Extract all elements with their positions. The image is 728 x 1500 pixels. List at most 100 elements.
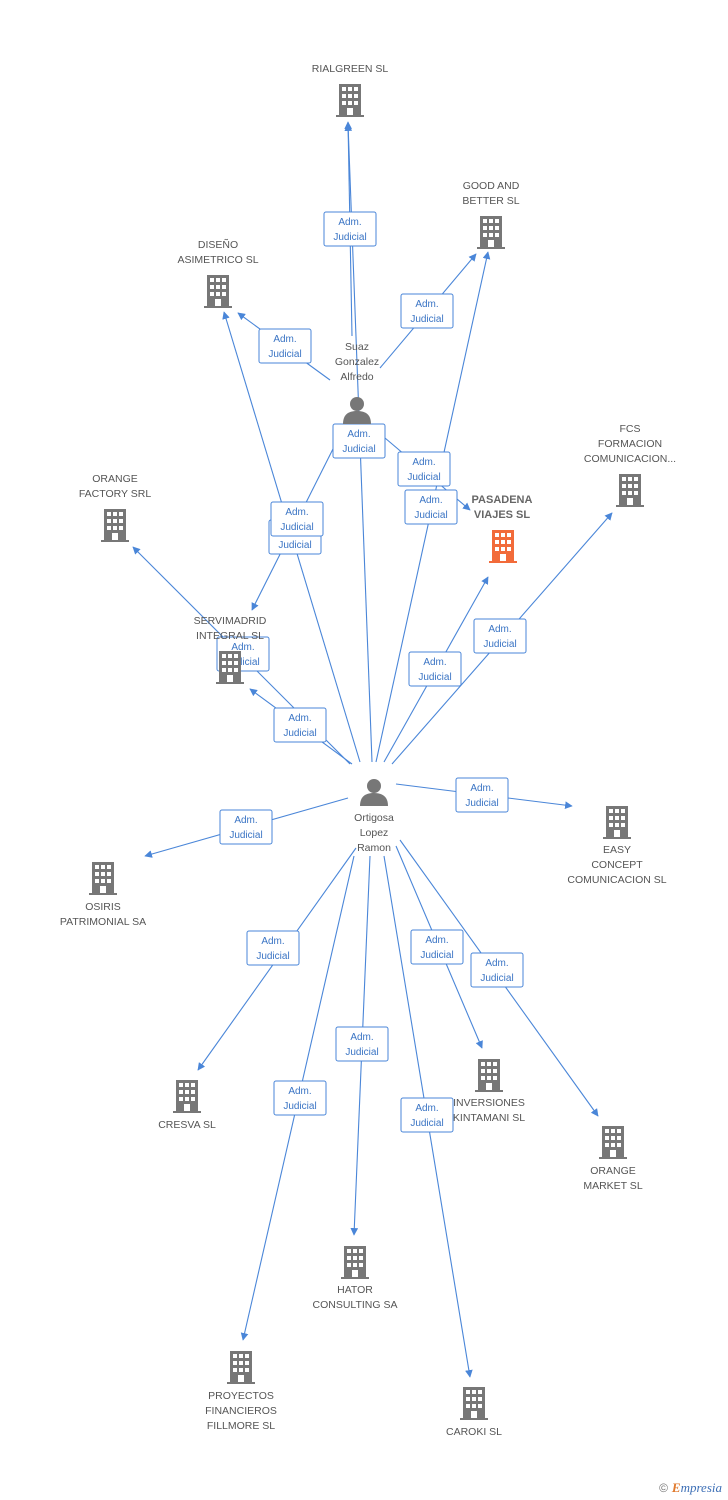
- edge-label-line: Judicial: [229, 830, 262, 841]
- edge-label-ortigosa-hator[interactable]: Adm.Judicial: [335, 1026, 389, 1062]
- node-label: PASADENA: [472, 494, 533, 506]
- edge-label-line: Judicial: [465, 798, 498, 809]
- edge-label-line: Judicial: [483, 639, 516, 650]
- edge-label-line: Adm.: [419, 495, 442, 506]
- node-label: CONCEPT: [591, 859, 643, 871]
- node-pasadena[interactable]: PASADENA VIAJES SL: [472, 494, 533, 563]
- edge-label-line: Adm.: [488, 624, 511, 635]
- edge-label-line: Adm.: [231, 642, 254, 653]
- edge-label-line: Adm.: [347, 429, 370, 440]
- edge-label-line: Judicial: [418, 672, 451, 683]
- node-label: FCS: [620, 423, 641, 435]
- edge-label-ortigosa-servimadrid[interactable]: Adm. Judicial: [273, 707, 327, 743]
- footer: © Empresia: [659, 1480, 722, 1496]
- node-disenio[interactable]: DISEÑO ASIMETRICO SL: [177, 238, 259, 308]
- node-label: ASIMETRICO SL: [177, 254, 258, 266]
- edge-label-line: Judicial: [268, 349, 301, 360]
- node-label: COMUNICACION...: [584, 453, 676, 465]
- edge-label-line: Adm.: [288, 713, 311, 724]
- edge-label-ortigosa-pasadena[interactable]: Adm. Judicial: [408, 651, 462, 687]
- edge-label-ortigosa-fcs[interactable]: Adm. Judicial: [473, 618, 527, 654]
- edge-label-line: Judicial: [226, 657, 259, 668]
- node-label: Ortigosa: [354, 812, 394, 824]
- edge-label-line: Judicial: [414, 510, 447, 521]
- edge-label-line: Judicial: [342, 444, 375, 455]
- building-icon: [460, 1387, 488, 1420]
- building-icon: [336, 84, 364, 117]
- edge-label-ortigosa-disenio[interactable]: Adm.Judicial: [270, 501, 324, 537]
- node-label: INTEGRAL SL: [196, 630, 264, 642]
- edge-label-line: Adm.: [273, 334, 296, 345]
- edge-label-line: Adm.: [261, 936, 284, 947]
- copyright-icon: ©: [659, 1481, 668, 1495]
- edge-label-line: Judicial: [283, 728, 316, 739]
- node-label: ORANGE: [590, 1165, 636, 1177]
- edge-label-line: Adm.: [485, 958, 508, 969]
- building-icon: [477, 216, 505, 249]
- edge-label-suaz-pasadena[interactable]: Adm. Judicial: [397, 451, 451, 487]
- building-icon: [204, 275, 232, 308]
- building-icon: [341, 1246, 369, 1279]
- node-rialgreen[interactable]: RIALGREEN SL: [312, 63, 389, 117]
- edge-label-line: Judicial: [345, 1047, 378, 1058]
- node-fcs[interactable]: FCSFORMACIONCOMUNICACION...: [584, 423, 676, 507]
- edge-label-suaz-goodbetter[interactable]: Adm. Judicial: [400, 293, 454, 329]
- edge-label-ortigosa-easy[interactable]: Adm.Judicial: [455, 777, 509, 813]
- node-orangemarket[interactable]: ORANGE MARKET SL: [583, 1126, 643, 1192]
- edge-label-line: Adm.: [423, 657, 446, 668]
- node-caroki[interactable]: CAROKI SL: [446, 1387, 502, 1438]
- edge-label-line: Adm.: [338, 217, 361, 228]
- node-label: VIAJES SL: [474, 509, 531, 521]
- node-label: FINANCIEROS: [205, 1405, 277, 1417]
- edge-label-line: Judicial: [256, 951, 289, 962]
- edge-label-ortigosa-inversiones[interactable]: Adm.Judicial: [410, 929, 464, 965]
- node-label: MARKET SL: [583, 1180, 642, 1192]
- edge-label-ortigosa-osiris[interactable]: Adm.Judicial: [219, 809, 273, 845]
- edge-label-ortigosa-goodbetter[interactable]: Adm. Judicial: [404, 489, 458, 525]
- edge-label-line: Adm.: [412, 457, 435, 468]
- node-label: RIALGREEN SL: [312, 63, 389, 75]
- node-label: CRESVA SL: [158, 1119, 216, 1131]
- node-label: Suaz: [345, 341, 369, 353]
- node-label: Ramon: [357, 842, 391, 854]
- edge-label-line: Judicial: [280, 522, 313, 533]
- person-icon: [360, 779, 388, 806]
- edge-label-suaz-rialgreen[interactable]: Adm.Judicial: [323, 211, 377, 247]
- node-label: EASY: [603, 844, 631, 856]
- building-icon: [173, 1080, 201, 1113]
- node-label: KINTAMANI SL: [453, 1112, 525, 1124]
- building-icon: [216, 651, 244, 684]
- edge-label-ortigosa-caroki[interactable]: Adm. Judicial: [400, 1097, 454, 1133]
- node-label: Lopez: [360, 827, 389, 839]
- node-cresva[interactable]: CRESVA SL: [158, 1080, 216, 1131]
- node-label: CAROKI SL: [446, 1426, 502, 1438]
- node-label: CONSULTING SA: [313, 1299, 398, 1311]
- edge-label-ortigosa-orangemarket[interactable]: Adm.Judicial: [470, 952, 524, 988]
- node-proyectos[interactable]: PROYECTOS FINANCIEROS FILLMORE SL: [205, 1351, 277, 1432]
- node-label: DISEÑO: [198, 238, 238, 251]
- edge-label-line: Adm.: [415, 1103, 438, 1114]
- empresia-logo[interactable]: Empresia: [671, 1480, 722, 1495]
- node-label: FILLMORE SL: [207, 1420, 275, 1432]
- edge-label-suaz-disenio[interactable]: Adm. Judicial: [258, 328, 312, 364]
- node-label: PROYECTOS: [208, 1390, 274, 1402]
- edge-label-ortigosa-proyectos[interactable]: Adm.Judicial: [273, 1080, 327, 1116]
- edge-label-line: Judicial: [420, 950, 453, 961]
- building-icon: [475, 1059, 503, 1092]
- edge-label-ortigosa-rialgreen[interactable]: Adm. Judicial: [332, 423, 386, 459]
- edge-label-line: Judicial: [407, 472, 440, 483]
- edge-label-line: Adm.: [415, 299, 438, 310]
- edge-label-ortigosa-cresva[interactable]: Adm. Judicial: [246, 930, 300, 966]
- edge-label-line: Judicial: [410, 314, 443, 325]
- edge-label-line: Judicial: [410, 1118, 443, 1129]
